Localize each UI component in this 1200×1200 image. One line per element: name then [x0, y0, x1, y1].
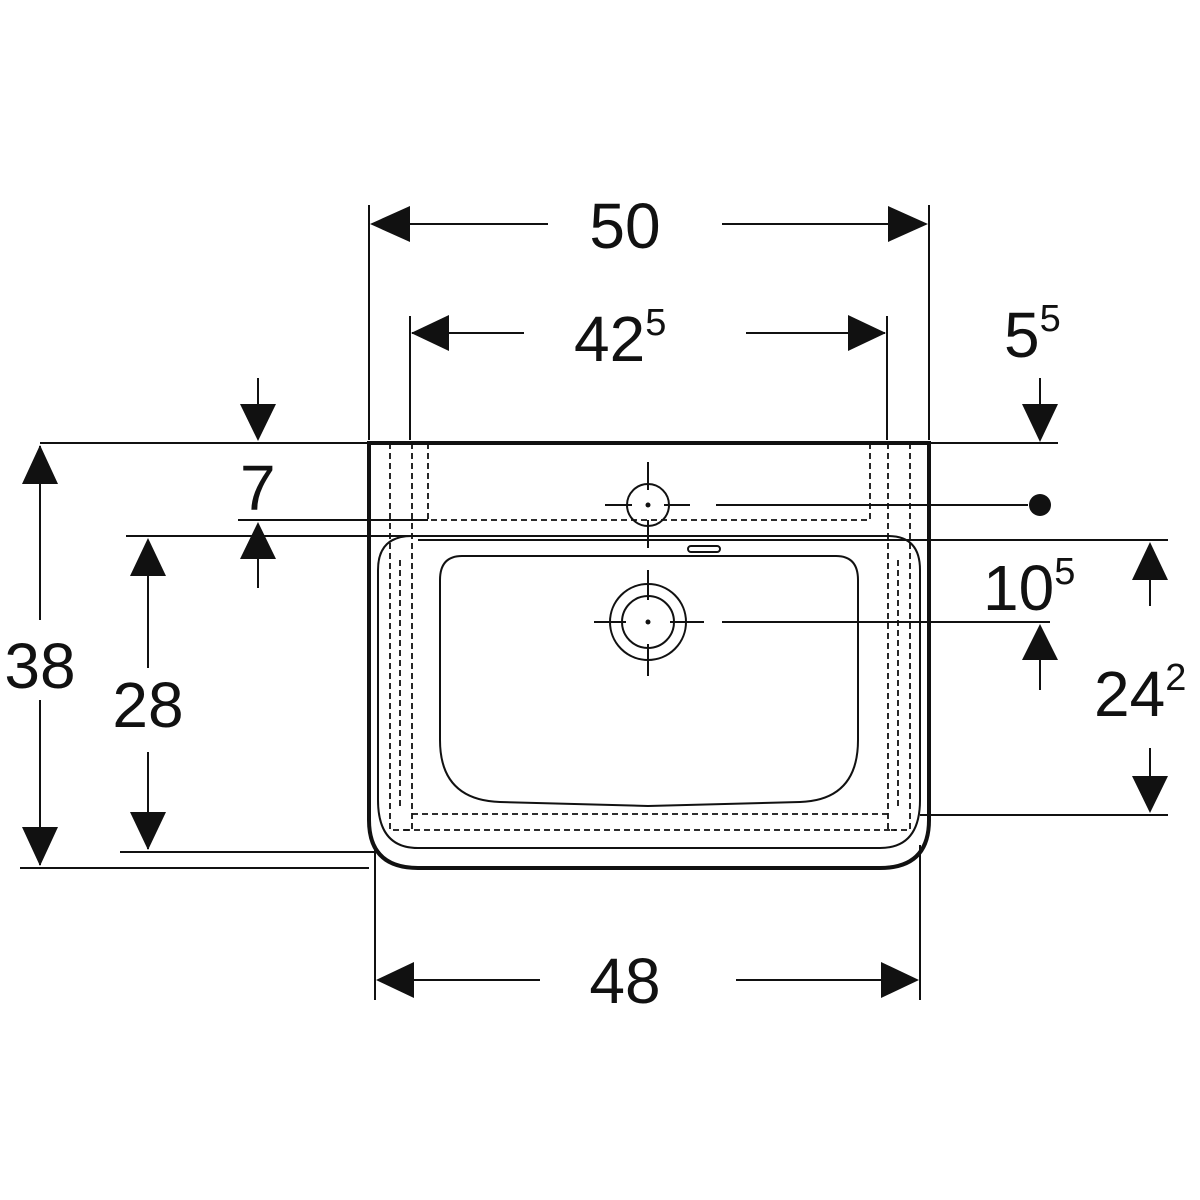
- dim-label-rim-depth: 7: [240, 452, 276, 524]
- washbasin-outline: [367, 441, 931, 870]
- dim-rim-depth: 7: [40, 378, 410, 588]
- dim-label-tap-offset: 55: [1004, 298, 1061, 371]
- dim-bottom-width: 48: [374, 845, 921, 1017]
- dim-label-overall-width: 50: [589, 190, 660, 262]
- dim-label-drain-offset: 105: [983, 551, 1075, 624]
- drain-hole: [594, 570, 704, 676]
- dim-tap-offset: 55: [716, 298, 1061, 516]
- dim-label-overall-depth: 38: [4, 630, 75, 702]
- dim-drain-offset: 105: [722, 539, 1168, 690]
- dim-label-inner-width: 425: [574, 302, 666, 375]
- dim-label-front-depth: 242: [1094, 657, 1186, 730]
- dim-overall-depth: 38: [4, 445, 369, 869]
- tap-hole: [605, 462, 690, 548]
- dim-inner-width: 425: [409, 302, 888, 440]
- dim-front-depth: 242: [920, 542, 1186, 816]
- dim-overall-width: 50: [368, 190, 930, 440]
- dim-label-bottom-width: 48: [589, 945, 660, 1017]
- dim-bowl-depth: 28: [112, 535, 412, 853]
- hidden-edges: [389, 443, 911, 831]
- dim-label-bowl-depth: 28: [112, 669, 183, 741]
